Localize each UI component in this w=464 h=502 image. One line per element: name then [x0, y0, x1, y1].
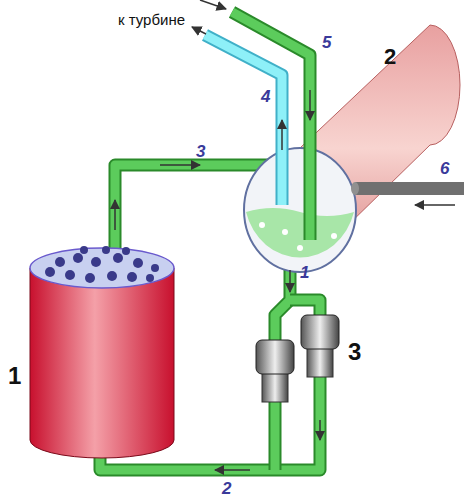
callout-number: 3 [196, 143, 205, 160]
part-number: 1 [8, 364, 21, 388]
part-number: 3 [348, 340, 361, 364]
callout-number: 2 [222, 480, 231, 497]
pumps [256, 315, 339, 402]
part-number: 2 [384, 46, 396, 68]
tank [30, 246, 174, 458]
callout-number: 5 [322, 34, 331, 51]
callout-number: 4 [261, 88, 270, 105]
destination-label: к турбине [118, 12, 185, 27]
callout-number: 1 [300, 264, 309, 281]
callout-number: 6 [440, 160, 449, 177]
